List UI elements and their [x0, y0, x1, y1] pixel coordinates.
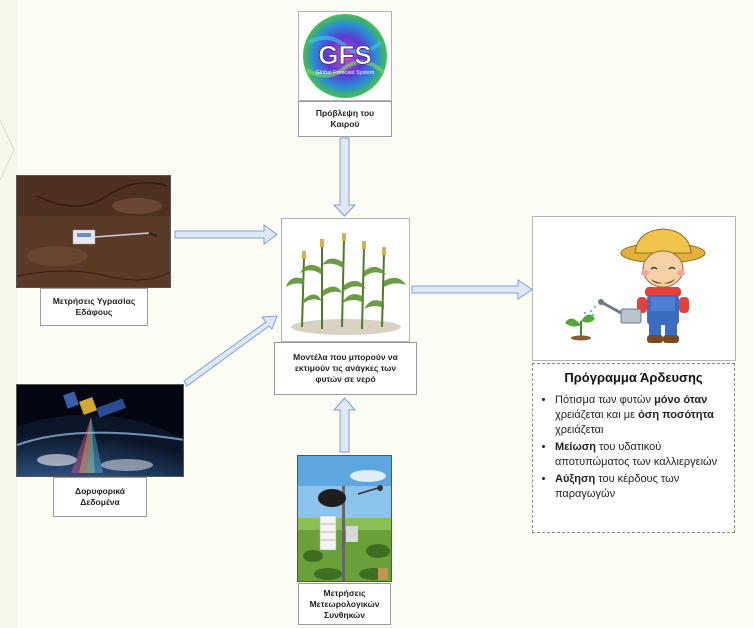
satellite-caption-line2: Δεδομένα — [80, 497, 120, 507]
schedule-item-1-text-c: χρειάζεται και με — [555, 409, 639, 421]
schedule-item-1-text-e: χρειάζεται — [555, 424, 604, 436]
weather-caption-line1: Μετρήσεις — [323, 587, 366, 598]
satellite-photo — [17, 385, 183, 476]
irrigation-schedule-title: Πρόγραμμα Άρδευσης — [564, 370, 703, 385]
left-stripe — [0, 0, 18, 628]
schedule-item-2-text: του υδατικού αποτυπώματος των καλλιεργει… — [555, 441, 718, 468]
gfs-caption-line2: Καιρού — [330, 119, 360, 129]
arrow-soil-to-model — [174, 224, 278, 245]
model-image-box — [281, 218, 410, 342]
soil-caption-line2: Εδάφους — [75, 307, 113, 317]
farmer-watering-illustration — [533, 217, 735, 360]
gfs-caption-line1: Πρόβλεψη του — [315, 108, 375, 118]
soil-sensor-photo — [17, 176, 170, 287]
arrow-model-to-irrigation — [411, 279, 533, 300]
gfs-logo: GFS Global Forecast System — [303, 14, 387, 98]
satellite-caption-line1: Δορυφορικά — [74, 486, 126, 496]
schedule-item-3: Αύξηση του κέρδους των παραγωγών — [555, 472, 726, 502]
schedule-item-3-bold: Αύξηση — [555, 473, 596, 485]
soil-caption-line1: Μετρήσεις Υγρασίας — [52, 296, 136, 306]
satellite-image-box — [16, 384, 184, 477]
gfs-image-box: GFS Global Forecast System — [298, 11, 392, 101]
weather-station-photo — [298, 456, 391, 581]
soil-image-box — [16, 175, 171, 288]
schedule-item-1: Πότισμα των φυτών μόνο όταν χρειάζεται κ… — [555, 393, 726, 438]
arrow-weather-to-model — [332, 397, 357, 453]
svg-text:Global Forecast System: Global Forecast System — [316, 70, 375, 76]
model-caption-line3: φυτών σε νερό — [315, 374, 376, 384]
irrigation-schedule-box: Πρόγραμμα Άρδευσης Πότισμα των φυτών μόν… — [532, 363, 735, 533]
arrow-satellite-to-model — [183, 315, 278, 387]
schedule-item-1-bold-b: μόνο όταν — [654, 394, 708, 406]
weather-caption-line3: Συνθηκών — [324, 609, 365, 620]
weather-caption-line2: Μετεωρολογικών — [309, 598, 380, 609]
weather-image-box — [297, 455, 392, 582]
svg-text:GFS: GFS — [318, 40, 371, 70]
schedule-item-1-text-a: Πότισμα των φυτών — [555, 394, 655, 406]
irrigation-image-box — [532, 216, 736, 361]
schedule-item-2: Μείωση του υδατικού αποτυπώματος των καλ… — [555, 440, 726, 470]
model-caption-line2: εκτιμούν τις ανάγκες των — [294, 363, 397, 373]
irrigation-schedule-list: Πότισμα των φυτών μόνο όταν χρειάζεται κ… — [541, 393, 726, 502]
corn-plants-image — [282, 219, 409, 341]
decorative-lines — [0, 119, 15, 181]
arrow-gfs-to-model — [332, 137, 357, 217]
schedule-item-1-bold-d: όση ποσότητα — [638, 409, 714, 421]
model-caption-line1: Μοντέλα που μπορούν να — [293, 352, 398, 362]
schedule-item-2-bold: Μείωση — [555, 441, 596, 453]
schedule-item-3-text: του κέρδους των παραγωγών — [555, 473, 680, 500]
